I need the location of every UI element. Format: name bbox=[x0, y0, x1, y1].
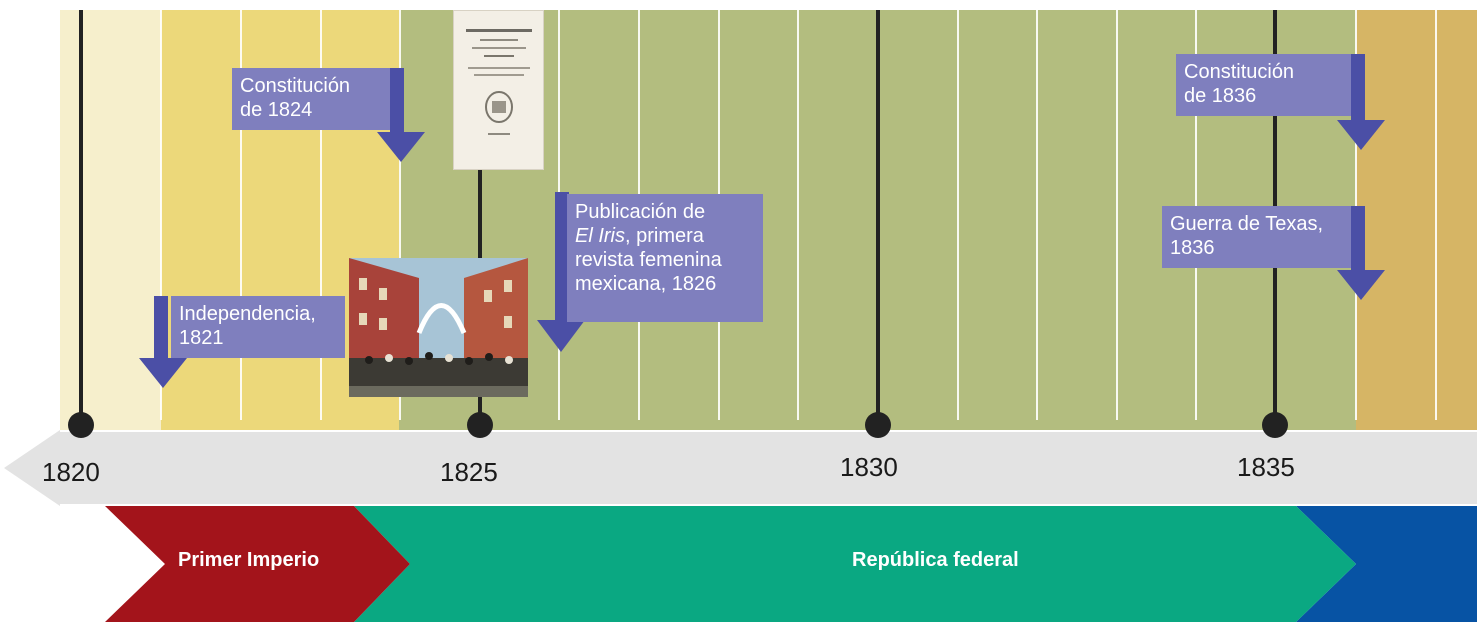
year-label: 1835 bbox=[1237, 452, 1295, 482]
period-primer-imperio bbox=[105, 506, 410, 622]
event-constitucion-1824: Constitución de 1824 bbox=[232, 68, 390, 130]
year-dot-1830 bbox=[865, 412, 891, 438]
period-chevrons bbox=[105, 506, 1477, 622]
down-arrow-icon bbox=[1337, 206, 1385, 300]
timeline-axis bbox=[4, 430, 1477, 506]
down-arrow-icon bbox=[1337, 54, 1385, 150]
year-dot-1835 bbox=[1262, 412, 1288, 438]
event-text: Constitución de 1824 bbox=[240, 75, 351, 121]
major-line-1830 bbox=[876, 10, 880, 425]
down-arrow-icon bbox=[537, 192, 585, 352]
constitution-document-image bbox=[453, 10, 544, 170]
year-label: 1830 bbox=[840, 452, 898, 482]
year-tick bbox=[320, 10, 322, 420]
year-label: 1825 bbox=[440, 457, 498, 487]
event-text: Constitución de 1836 bbox=[1184, 61, 1295, 107]
period-republica-central bbox=[1296, 506, 1477, 622]
year-dot-1825 bbox=[467, 412, 493, 438]
event-text: Publicación de El Iris, primera revista … bbox=[575, 201, 722, 295]
period-republica-federal bbox=[354, 506, 1356, 622]
year-tick bbox=[797, 10, 799, 420]
year-tick bbox=[957, 10, 959, 420]
period-label-republica-federal: República federal bbox=[852, 549, 1019, 571]
event-el-iris-1826: Publicación de El Iris, primera revista … bbox=[567, 194, 763, 322]
down-arrow-icon bbox=[139, 296, 187, 388]
event-guerra-texas-1836: Guerra de Texas, 1836 bbox=[1162, 206, 1352, 268]
year-tick bbox=[1116, 10, 1118, 420]
document-page-icon bbox=[466, 29, 532, 135]
major-line-1820 bbox=[79, 10, 83, 425]
period-label-primer-imperio: Primer Imperio bbox=[178, 549, 320, 571]
event-text: Independencia, 1821 bbox=[179, 303, 316, 349]
event-constitucion-1836: Constitución de 1836 bbox=[1176, 54, 1352, 116]
year-dot-1820 bbox=[68, 412, 94, 438]
year-tick bbox=[1036, 10, 1038, 420]
year-tick bbox=[240, 10, 242, 420]
year-tick bbox=[160, 10, 162, 420]
year-tick bbox=[1435, 10, 1437, 420]
down-arrow-icon bbox=[377, 68, 425, 162]
year-tick bbox=[399, 10, 401, 420]
era-band-republica-central bbox=[1356, 10, 1477, 430]
year-label: 1820 bbox=[42, 457, 100, 487]
celebration-painting-image bbox=[349, 258, 528, 397]
event-text: Guerra de Texas, 1836 bbox=[1170, 213, 1324, 259]
event-independencia-1821: Independencia, 1821 bbox=[171, 296, 345, 358]
